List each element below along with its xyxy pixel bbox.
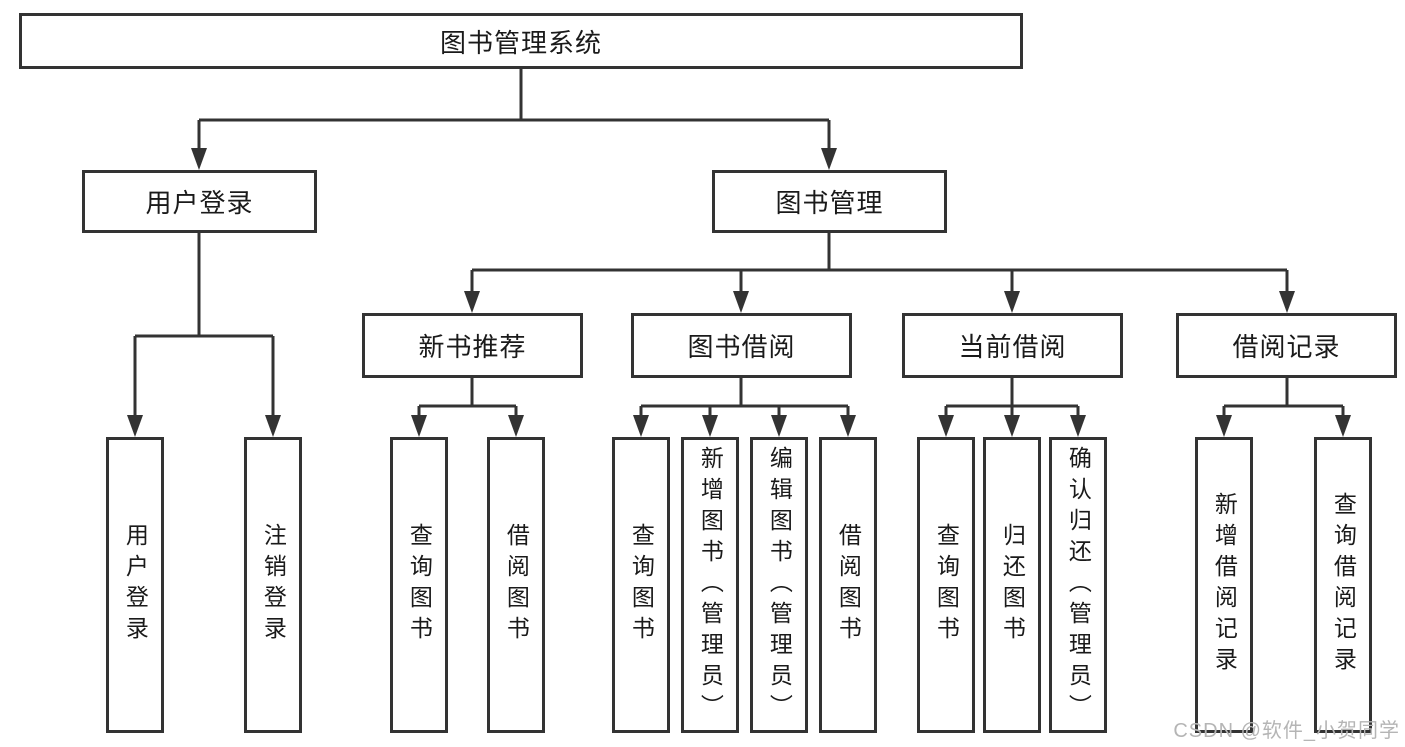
leaf-current-return-label: 归还图书 xyxy=(999,523,1026,647)
leaf-borrow-borrow: 借阅图书 xyxy=(819,437,877,733)
leaf-borrow-edit: 编辑图书（管理员） xyxy=(750,437,808,733)
node-current-borrow-label: 当前借阅 xyxy=(958,332,1067,362)
leaf-login-label: 用户登录 xyxy=(122,523,149,647)
node-user-login-label: 用户登录 xyxy=(145,188,254,218)
leaf-borrow-query-label: 查询图书 xyxy=(628,523,655,647)
leaf-records-add-label: 新增借阅记录 xyxy=(1211,492,1238,678)
leaf-borrow-add-label: 新增图书（管理员） xyxy=(697,445,724,725)
node-root-label: 图书管理系统 xyxy=(439,27,602,58)
node-user-login: 用户登录 xyxy=(82,170,317,233)
node-borrow-records-label: 借阅记录 xyxy=(1232,332,1341,362)
leaf-records-query: 查询借阅记录 xyxy=(1314,437,1372,733)
leaf-current-query-label: 查询图书 xyxy=(933,523,960,647)
leaf-current-query: 查询图书 xyxy=(917,437,975,733)
leaf-current-return: 归还图书 xyxy=(983,437,1041,733)
node-book-borrow-label: 图书借阅 xyxy=(687,332,796,362)
leaf-records-add: 新增借阅记录 xyxy=(1195,437,1253,733)
leaf-logout: 注销登录 xyxy=(244,437,302,733)
leaf-records-query-label: 查询借阅记录 xyxy=(1330,492,1357,678)
watermark: CSDN @软件_小贺同学 xyxy=(1173,720,1400,742)
leaf-borrow-add: 新增图书（管理员） xyxy=(681,437,739,733)
leaf-newbooks-borrow-label: 借阅图书 xyxy=(503,523,530,647)
leaf-newbooks-borrow: 借阅图书 xyxy=(487,437,545,733)
node-new-books-label: 新书推荐 xyxy=(418,332,527,362)
node-book-mgmt-label: 图书管理 xyxy=(775,188,884,218)
node-book-borrow: 图书借阅 xyxy=(631,313,852,378)
node-current-borrow: 当前借阅 xyxy=(902,313,1123,378)
node-borrow-records: 借阅记录 xyxy=(1176,313,1397,378)
leaf-logout-label: 注销登录 xyxy=(260,523,287,647)
node-book-mgmt: 图书管理 xyxy=(712,170,947,233)
node-root: 图书管理系统 xyxy=(19,13,1023,69)
leaf-borrow-borrow-label: 借阅图书 xyxy=(835,523,862,647)
leaf-newbooks-query: 查询图书 xyxy=(390,437,448,733)
node-new-books: 新书推荐 xyxy=(362,313,583,378)
leaf-current-confirm: 确认归还（管理员） xyxy=(1049,437,1107,733)
leaf-newbooks-query-label: 查询图书 xyxy=(406,523,433,647)
leaf-borrow-query: 查询图书 xyxy=(612,437,670,733)
leaf-borrow-edit-label: 编辑图书（管理员） xyxy=(766,445,793,725)
leaf-login: 用户登录 xyxy=(106,437,164,733)
leaf-current-confirm-label: 确认归还（管理员） xyxy=(1065,445,1092,725)
